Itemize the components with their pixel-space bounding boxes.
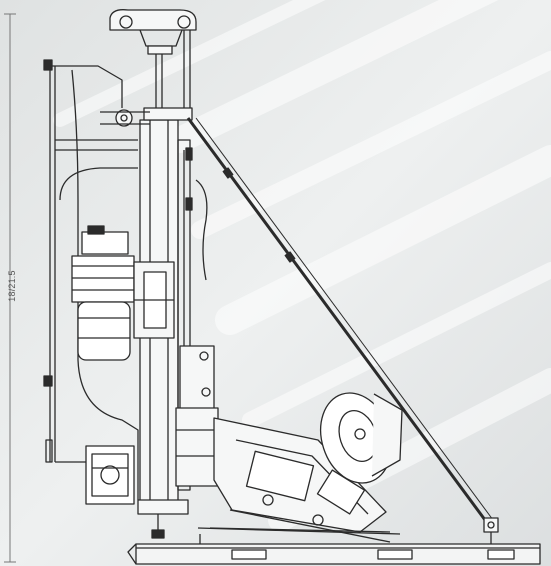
hydraulic-hose <box>195 179 208 281</box>
background-light-streaks <box>53 0 551 532</box>
height-dimension-label: 18/21.5 <box>7 270 17 302</box>
upper-guide-arm <box>100 109 150 127</box>
mast-top-head <box>109 9 197 121</box>
winch-drum <box>320 392 403 484</box>
rotary-drill-head <box>71 225 175 361</box>
base-skid <box>127 543 541 565</box>
diagonal-support-brace <box>186 117 499 544</box>
mast-carriage <box>175 345 219 487</box>
power-pack-housing <box>209 417 391 543</box>
lower-frame-rails <box>197 527 401 544</box>
lower-gearbox <box>85 445 135 505</box>
height-dimension-line <box>4 13 16 563</box>
